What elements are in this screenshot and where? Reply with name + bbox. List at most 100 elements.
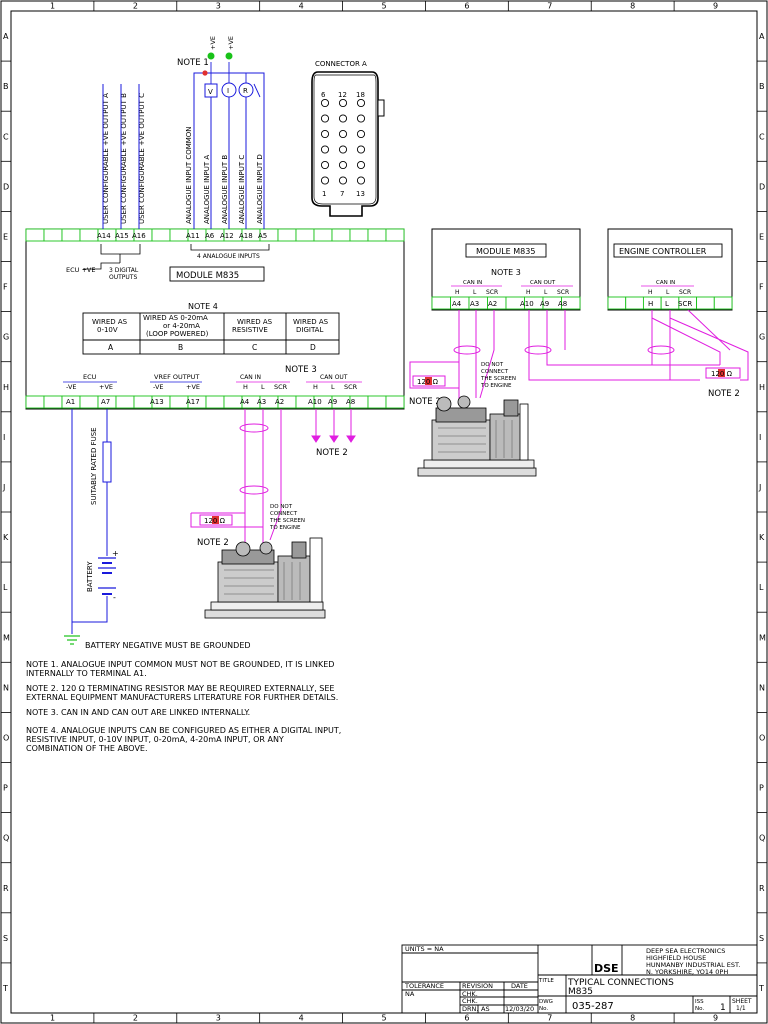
title-block: UNITS = NA DSE DEEP SEA ELECTRONICS HIGH…: [401, 944, 758, 1014]
company-line: HIGHFIELD HOUSE: [646, 954, 706, 962]
terminal-cell: [385, 228, 405, 242]
sensor-v: V: [208, 88, 213, 96]
connector-a-bottom-num: 13: [356, 190, 365, 198]
ecu-label: ECU: [83, 373, 97, 381]
screen-warning-right: THE SCREEN: [480, 376, 516, 382]
tolerance-label: TOLERANCE: [404, 982, 444, 990]
analogue-c-label: ANALOGUE INPUT C: [238, 155, 246, 224]
sheet-label: SHEET: [732, 998, 752, 1005]
terminal-cell: [151, 228, 171, 242]
note-1-line-2: INTERNALLY TO TERMINAL A1.: [26, 669, 147, 678]
connector-pin: [356, 98, 366, 108]
border-row-label: O: [759, 733, 765, 742]
note-1-line-1: NOTE 1. ANALOGUE INPUT COMMON MUST NOT B…: [26, 660, 334, 669]
connector-a-top-num: 12: [338, 91, 347, 99]
connector-pin: [356, 145, 366, 154]
border-row-label: Q: [759, 834, 765, 843]
connector-pin: [338, 176, 348, 185]
main-top-terminal-strip: [25, 228, 405, 242]
border-row-label: K: [759, 533, 765, 542]
border-row-label: A: [759, 32, 765, 41]
border-column-label: 9: [713, 1014, 718, 1023]
note4-letter-d: D: [310, 343, 316, 352]
dwg-label: DWG: [539, 999, 553, 1005]
company-line: HUNMANBY INDUSTRIAL EST.: [646, 961, 740, 969]
terminal-cell: [43, 228, 63, 242]
terminal-a12: A12: [220, 232, 234, 240]
right-terminal-a9: A9: [540, 300, 549, 308]
right-terminal-strip: [431, 296, 581, 310]
border-row-label: O: [3, 733, 9, 742]
border-row-label: F: [759, 283, 764, 292]
terminal-cell: [313, 228, 333, 242]
resistor-right-a: 120 Ω: [412, 375, 446, 387]
module-main: MODULE M835 A14 A15 A16 A11 A6 A12 A18 A…: [25, 36, 405, 410]
right-can-in-scr: SCR: [486, 289, 498, 296]
can-wiring-left: [190, 409, 282, 560]
note2-label-left: NOTE 2: [197, 538, 229, 548]
border-row-label: H: [759, 383, 765, 392]
resistor-left-label: 120 Ω: [204, 517, 226, 525]
right-can-out-l: L: [544, 289, 548, 296]
connector-pin: [338, 114, 348, 123]
terminal-a3: A3: [257, 398, 266, 406]
right-can-out-label: CAN OUT: [530, 280, 556, 286]
connector-pin: [320, 114, 330, 123]
border-row-label: D: [759, 182, 765, 191]
company-line: N. YORKSHIRE, YO14 0PH: [646, 968, 728, 976]
terminal-cell: [367, 395, 387, 409]
border-row-label: Q: [3, 834, 9, 843]
battery-circuit: SUITABLY RATED FUSE + - BATTERY BATTERY …: [64, 409, 251, 650]
border-row-label: I: [759, 433, 761, 442]
connector-a-bottom-num: 1: [322, 190, 326, 198]
vref-neg: -VE: [153, 383, 164, 391]
border-row-label: K: [3, 533, 9, 542]
border-row-label: M: [759, 633, 766, 642]
sensor-i: I: [227, 87, 229, 95]
connector-a-top-num: 6: [321, 91, 326, 99]
right-can-in-h: H: [455, 289, 460, 296]
chk-1-label: CHK.: [462, 990, 478, 998]
border-row-label: B: [3, 82, 9, 91]
module-right-note3: NOTE 3: [491, 268, 521, 277]
dwg-label: No.: [539, 1006, 548, 1012]
right-can-in-label: CAN IN: [463, 280, 482, 286]
border-column-label: 4: [299, 2, 304, 11]
connector-pin: [356, 176, 366, 185]
note4-letter-b: B: [178, 343, 183, 352]
note-2-line-1: NOTE 2. 120 Ω TERMINATING RESISTOR MAY B…: [26, 684, 334, 693]
drawing-title: M835: [568, 987, 593, 997]
border-column-label: 8: [630, 1014, 635, 1023]
ec-can-in-h: H: [648, 289, 653, 296]
note4-header-d: DIGITAL: [296, 326, 323, 334]
module-right-title: MODULE M835: [476, 247, 535, 256]
connector-pin: [356, 160, 366, 170]
can-out-label: CAN OUT: [320, 374, 348, 381]
note4-letter-c: C: [252, 343, 257, 352]
note4-header-a: WIRED AS: [92, 318, 128, 326]
terminal-cell: [115, 395, 135, 409]
drawing-title: TYPICAL CONNECTIONS: [567, 978, 674, 988]
dse-logo: DSE: [594, 962, 619, 975]
digital-outputs-label: 3 DIGITAL: [109, 267, 139, 274]
main-bottom-terminal-strip: [25, 395, 405, 409]
fuse-symbol: [102, 441, 112, 483]
border-row-label: J: [758, 483, 761, 492]
resistor-right-a-label: 120 Ω: [417, 378, 439, 386]
note3-label: NOTE 3: [285, 365, 317, 375]
iss-number: 1: [720, 1003, 726, 1013]
drn-initials: AS: [481, 1005, 490, 1013]
terminal-a13: A13: [150, 398, 164, 406]
border-row-label: T: [758, 984, 764, 993]
ec-can-in-l: L: [666, 289, 670, 296]
analogue-b-label: ANALOGUE INPUT B: [221, 155, 229, 224]
right-terminal-a2: A2: [488, 300, 497, 308]
terminal-a2: A2: [275, 398, 284, 406]
ecu-neg: -VE: [66, 383, 77, 391]
terminal-a18: A18: [239, 232, 253, 240]
border-row-label: E: [3, 232, 8, 241]
terminal-cell: [713, 296, 733, 310]
analogue-d-label: ANALOGUE INPUT D: [256, 154, 264, 224]
border-row-label: G: [759, 333, 765, 342]
